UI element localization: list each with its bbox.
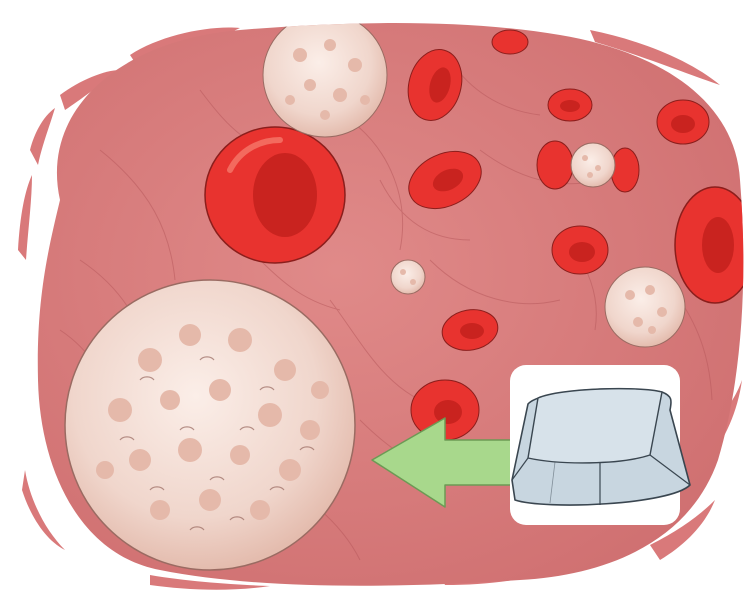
red-blood-cells <box>204 29 744 441</box>
white-blood-cells <box>64 23 686 571</box>
white-blood-cell-icon <box>570 142 616 188</box>
red-blood-cell-icon <box>410 379 480 441</box>
red-blood-cell-icon <box>551 225 609 275</box>
red-blood-cell-icon <box>491 29 529 55</box>
red-blood-cell-icon <box>407 49 463 121</box>
red-blood-cell-icon <box>610 147 640 193</box>
white-blood-cell-icon <box>390 259 426 295</box>
white-blood-cell-icon <box>604 266 686 348</box>
keyboard-key-icon <box>511 387 691 506</box>
red-blood-cell-icon <box>656 99 710 145</box>
red-blood-cell-icon <box>536 140 574 190</box>
red-blood-cell-icon <box>441 309 499 351</box>
keyboard-key-inset <box>510 365 691 525</box>
white-blood-cell-icon <box>64 279 356 571</box>
white-blood-cell-icon <box>262 23 388 138</box>
red-blood-cell-icon <box>674 186 744 304</box>
red-blood-cell-icon <box>204 126 346 264</box>
red-blood-cell-icon <box>547 88 593 122</box>
red-blood-cell-icon <box>408 150 482 210</box>
